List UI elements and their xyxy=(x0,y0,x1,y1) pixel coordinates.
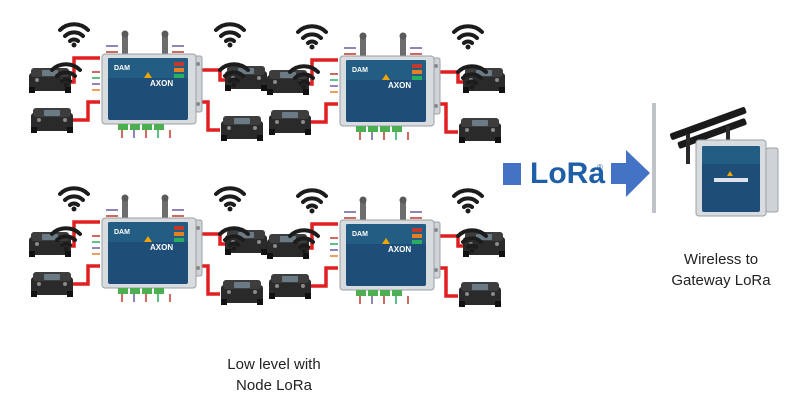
arrow-to-lora xyxy=(503,163,521,185)
gateway-lora-caption-line-1: Wireless to xyxy=(683,251,759,268)
arrow-to-gateway xyxy=(611,150,650,197)
node-lora-caption: Low level with Node LoRa xyxy=(206,354,342,396)
node-lora-caption-line-1: Low level with xyxy=(227,356,321,373)
gateway-device xyxy=(652,103,779,217)
lora-logo-text: LoRa xyxy=(530,157,605,190)
node-cluster-bottom-left xyxy=(29,188,267,305)
node-cluster-top-left xyxy=(29,24,267,141)
node-cluster-bottom-right xyxy=(267,190,505,307)
lora-logo: LoRa ® xyxy=(521,141,609,203)
gateway-lora-caption: Wireless to Gateway LoRa xyxy=(656,249,786,291)
lora-logo-mark: ® xyxy=(597,163,603,172)
node-cluster-top-right xyxy=(267,26,505,143)
gateway-lora-caption-line-2: Gateway LoRa xyxy=(671,272,771,289)
node-lora-caption-line-2: Node LoRa xyxy=(236,377,312,394)
